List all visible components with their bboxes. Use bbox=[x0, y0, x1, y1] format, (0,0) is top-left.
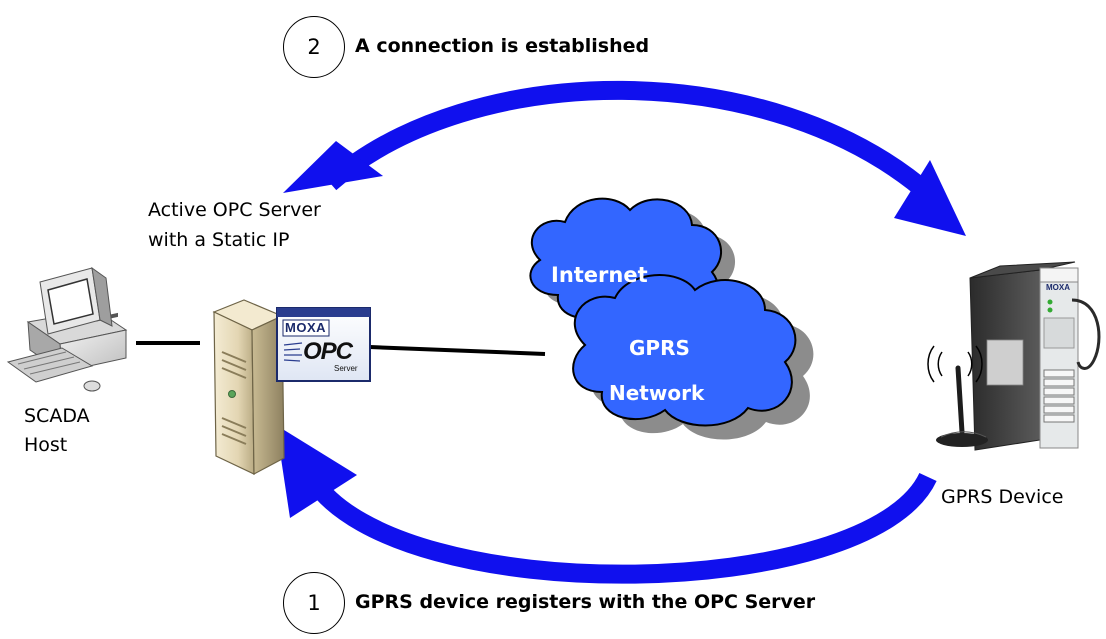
step-1-text: GPRS device registers with the OPC Serve… bbox=[355, 591, 816, 613]
scada-label-line1: SCADA bbox=[24, 405, 90, 427]
moxa-opc-server-badge bbox=[276, 307, 371, 382]
gprs-cloud bbox=[572, 274, 814, 440]
step-2-text: A connection is established bbox=[355, 35, 650, 57]
scada-label-line2: Host bbox=[24, 434, 68, 456]
bottom-arrow bbox=[276, 425, 937, 584]
server-network-link bbox=[369, 345, 546, 356]
gprs-cloud-label-line2: Network bbox=[609, 381, 705, 405]
scada-host-computer-icon bbox=[6, 266, 128, 392]
step-1-number: 1 bbox=[283, 572, 345, 634]
server-label-line2: with a Static IP bbox=[148, 229, 290, 251]
moxa-device-logo-text: MOXA bbox=[1046, 283, 1070, 292]
opc-server-logo-text: Server bbox=[334, 364, 358, 373]
step-2-number: 2 bbox=[283, 16, 345, 78]
gprs-device-icon bbox=[936, 261, 1101, 451]
gprs-device-label: GPRS Device bbox=[941, 486, 1064, 508]
opc-server-tower-icon bbox=[212, 299, 285, 475]
top-arrow bbox=[283, 80, 966, 236]
internet-cloud-label: Internet bbox=[551, 263, 648, 287]
moxa-badge-logo-text: MOXA bbox=[285, 320, 326, 335]
opc-logo-text: OPC bbox=[303, 338, 353, 365]
gprs-cloud-label-line1: GPRS bbox=[629, 336, 690, 360]
wireless-signal-icon bbox=[927, 345, 983, 383]
server-label-line1: Active OPC Server bbox=[148, 199, 321, 221]
